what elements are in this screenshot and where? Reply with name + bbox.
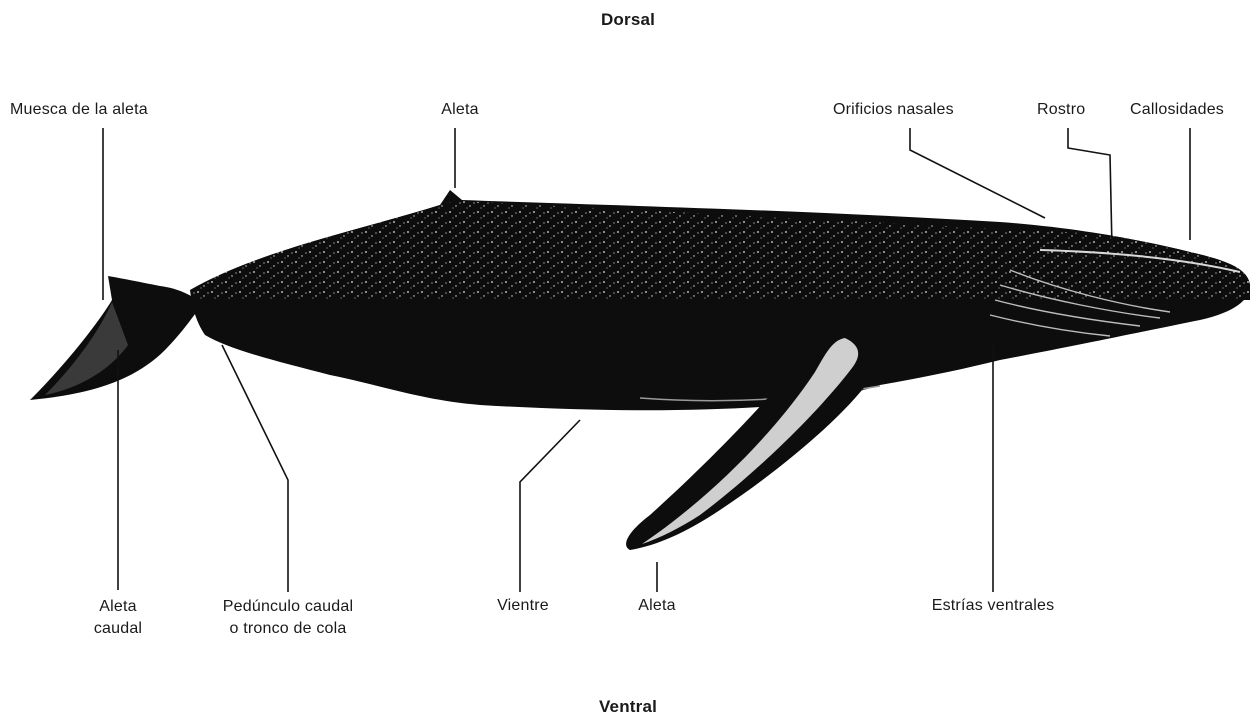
label-aleta-dorsal: Aleta (441, 100, 478, 120)
dorsal-heading: Dorsal (601, 10, 655, 30)
label-rostro: Rostro (1037, 100, 1085, 120)
ventral-heading: Ventral (599, 697, 657, 717)
leader-vientre (520, 420, 580, 592)
label-orificios: Orificios nasales (833, 100, 954, 120)
leader-pedunculo (222, 345, 288, 592)
label-pedunculo-line1: Pedúnculo caudal (223, 596, 353, 618)
leader-orificios (910, 128, 1045, 218)
label-pedunculo-line2: o tronco de cola (223, 618, 353, 640)
label-aleta-pectoral: Aleta (638, 596, 675, 616)
label-vientre: Vientre (497, 596, 549, 616)
label-callosidades: Callosidades (1130, 100, 1224, 120)
label-aleta-caudal-line2: caudal (94, 618, 142, 640)
label-pedunculo: Pedúnculo caudal o tronco de cola (223, 596, 353, 640)
label-aleta-caudal: Aleta caudal (94, 596, 142, 640)
label-estrias: Estrías ventrales (932, 596, 1055, 616)
label-aleta-caudal-line1: Aleta (94, 596, 142, 618)
label-muesca: Muesca de la aleta (10, 100, 148, 120)
speckled-back (190, 200, 1250, 300)
